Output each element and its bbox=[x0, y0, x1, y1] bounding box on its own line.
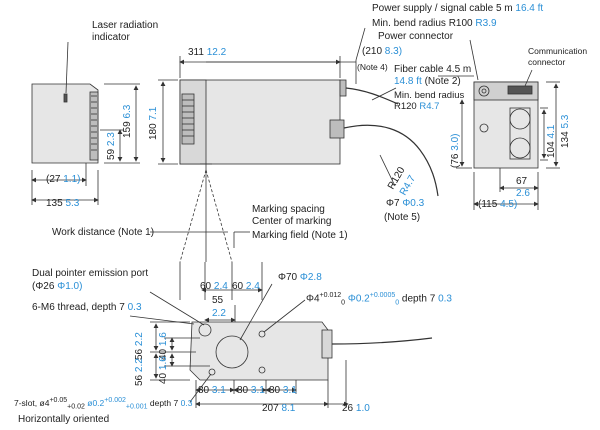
dim-67-in: 2.6 bbox=[516, 188, 530, 199]
note4-label: (Note 4) bbox=[357, 62, 388, 72]
dim-59: 59 2.3 bbox=[106, 132, 117, 160]
dim-80a: 80 3.1 bbox=[198, 385, 226, 396]
dim-80c: 80 3.1 bbox=[269, 385, 297, 396]
thread-label: 6-M6 thread, depth 7 0.3 bbox=[32, 302, 142, 313]
min-bend-r100-label: Min. bend radius R100 R3.9 bbox=[372, 18, 497, 29]
dim-134: 134 5.3 bbox=[560, 114, 571, 148]
dim-67: 67 bbox=[516, 176, 528, 187]
end-view-left bbox=[31, 41, 140, 205]
dim-210: (210 8.3) bbox=[362, 46, 403, 57]
work-distance-label: Work distance (Note 1) bbox=[52, 227, 155, 238]
phi4-label: Φ4+0.0120 Φ0.2+0.00050 depth 7 0.3 bbox=[306, 292, 452, 307]
dim-115: (115 4.5) bbox=[478, 199, 518, 210]
laser-indicator-label-1: Laser radiation bbox=[92, 20, 159, 31]
dim-135: 135 5.3 bbox=[46, 198, 80, 209]
dim-76: (76 3.0) bbox=[450, 133, 461, 168]
dim-56a: 56 2.2 bbox=[134, 332, 145, 360]
dim-80b: 80 3.1 bbox=[237, 385, 265, 396]
marking-field-label: Marking field (Note 1) bbox=[252, 230, 348, 241]
fiber-cable-note2: 14.8 ft (Note 2) bbox=[394, 76, 461, 87]
slot-label: 7-slot, ø4+0.05+0.02 ø0.2+0.002+0.001 de… bbox=[14, 397, 193, 411]
dim-60b: 60 2.4 bbox=[232, 281, 260, 292]
comm-connector-label-1: Communication bbox=[528, 46, 588, 56]
phi70-label: Φ70 Φ2.8 bbox=[278, 272, 322, 283]
dim-311: 311 12.2 bbox=[188, 47, 227, 58]
min-bend-r120-label-1: Min. bend radius bbox=[394, 90, 465, 101]
marking-leaders bbox=[150, 231, 250, 248]
dim-104: 104 4.1 bbox=[546, 124, 557, 158]
comm-connector-label-2: connector bbox=[528, 57, 566, 67]
dim-55-in: 2.2 bbox=[212, 308, 226, 319]
horizontally-oriented-label: Horizontally oriented bbox=[18, 414, 110, 425]
dim-56b: 56 2.2 bbox=[134, 358, 145, 386]
center-marking-label: Center of marking bbox=[252, 216, 332, 227]
bottom-view bbox=[129, 262, 433, 408]
dim-40b: 40 1.6 bbox=[158, 356, 169, 384]
dim-207: 207 8.1 bbox=[262, 403, 296, 414]
side-view bbox=[158, 27, 439, 263]
end-view-right bbox=[438, 39, 560, 210]
dim-180: 180 7.1 bbox=[148, 106, 159, 140]
dim-26: 26 1.0 bbox=[342, 403, 370, 414]
dual-pointer-label-1: Dual pointer emission port bbox=[32, 268, 149, 279]
dim-159: 159 6.3 bbox=[122, 104, 133, 138]
dim-55: 55 bbox=[212, 295, 224, 306]
min-bend-r120-label-2: R120 R4.7 bbox=[394, 101, 440, 112]
phi7-label: Φ7 Φ0.3 bbox=[386, 198, 425, 209]
power-cable-label: Power supply / signal cable 5 m 16.4 ft bbox=[372, 3, 544, 14]
note5-label: (Note 5) bbox=[384, 212, 421, 223]
dim-60a: 60 2.4 bbox=[200, 281, 228, 292]
laser-indicator-label-2: indicator bbox=[92, 32, 130, 43]
marking-spacing-label: Marking spacing bbox=[252, 204, 325, 215]
power-connector-label: Power connector bbox=[378, 31, 454, 42]
fiber-cable-label: Fiber cable 4.5 m bbox=[394, 64, 472, 75]
dual-pointer-label-2: (Φ26 Φ1.0) bbox=[32, 281, 83, 292]
dim-27: (27 1.1) bbox=[46, 174, 81, 185]
